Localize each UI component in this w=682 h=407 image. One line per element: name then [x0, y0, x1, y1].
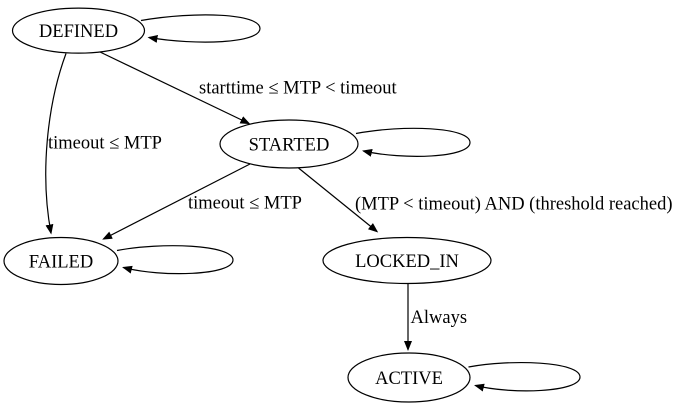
edge-defined-self-loop — [140, 14, 261, 43]
edge-started-self-loop — [355, 127, 471, 157]
node-locked-in-ellipse — [322, 236, 492, 285]
node-locked-in: LOCKED_IN — [322, 236, 492, 285]
edge-group — [45, 14, 581, 392]
edge-label-defined-to-failed: timeout ≤ MTP — [48, 134, 162, 154]
edge-defined-to-failed — [45, 53, 67, 235]
node-active: ACTIVE — [347, 352, 471, 403]
node-locked-in-label: LOCKED_IN — [355, 252, 459, 272]
edge-started-to-failed — [102, 163, 251, 240]
node-defined-label: DEFINED — [39, 22, 118, 42]
node-active-ellipse — [347, 352, 471, 403]
node-defined-ellipse — [11, 7, 146, 54]
edge-label-group: starttime ≤ MTP < timeout timeout ≤ MTP … — [48, 79, 673, 329]
node-failed-label: FAILED — [29, 253, 93, 273]
edge-label-locked-in-to-active: Always — [411, 308, 468, 328]
edge-defined-to-started — [98, 50, 251, 125]
edge-label-defined-to-started: starttime ≤ MTP < timeout — [199, 79, 398, 99]
edge-label-started-to-failed: timeout ≤ MTP — [188, 194, 302, 214]
edge-active-self-loop — [468, 361, 581, 392]
node-failed: FAILED — [3, 236, 119, 286]
node-started-ellipse — [219, 119, 359, 169]
node-defined: DEFINED — [11, 7, 146, 54]
node-failed-ellipse — [3, 236, 119, 286]
edge-failed-self-loop — [116, 245, 234, 275]
edge-label-started-to-locked-in: (MTP < timeout) AND (threshold reached) — [355, 195, 673, 215]
edge-started-to-locked-in — [298, 167, 379, 233]
node-started-label: STARTED — [249, 136, 330, 156]
node-active-label: ACTIVE — [375, 369, 443, 389]
node-started: STARTED — [219, 119, 359, 169]
